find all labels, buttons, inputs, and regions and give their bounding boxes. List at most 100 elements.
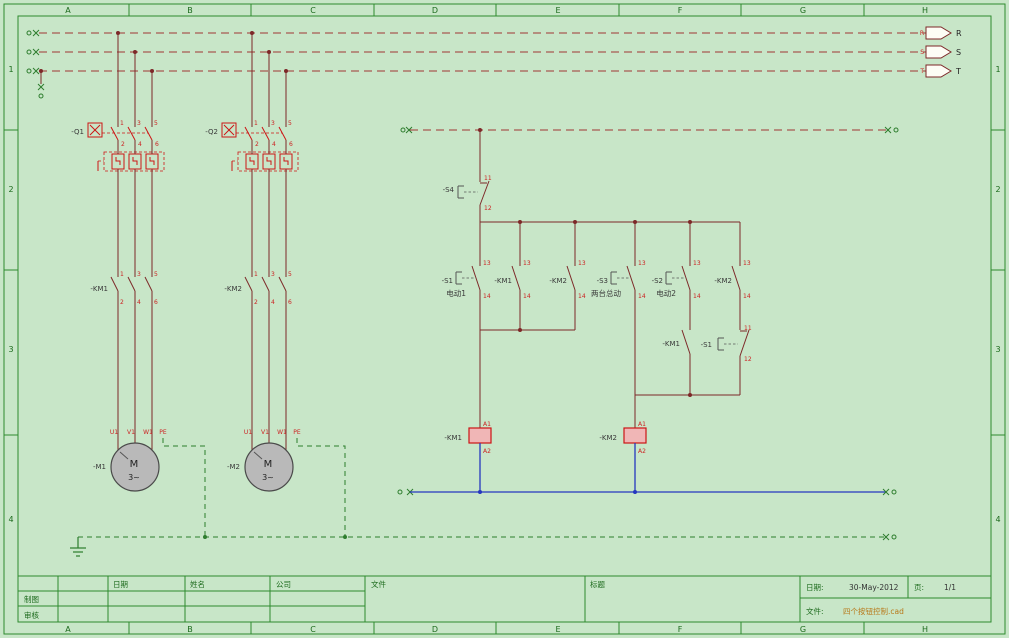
aux-contact-km1[interactable]: 13 14 -KM1 bbox=[494, 258, 531, 300]
terminal-number: 2 bbox=[120, 299, 124, 306]
contactor-poles-km2[interactable]: 1 3 5 2 4 6 -KM2 bbox=[224, 270, 292, 306]
terminal-number: 14 bbox=[523, 293, 531, 300]
terminal-number: 12 bbox=[744, 356, 752, 363]
button-caption: 两台总动 bbox=[591, 288, 621, 298]
titleblock-company-header: 公司 bbox=[276, 580, 291, 589]
terminal-number: 1 bbox=[120, 271, 124, 278]
titleblock-draw-label: 制图 bbox=[24, 594, 39, 604]
terminal-number: 5 bbox=[288, 120, 292, 127]
aux-contact-km2[interactable]: 13 14 -KM2 bbox=[549, 258, 586, 300]
motor-tag: -M2 bbox=[227, 463, 240, 471]
titleblock-date-header: 日期 bbox=[113, 580, 128, 589]
info-page-label: 页: bbox=[914, 583, 924, 592]
terminal-number: 14 bbox=[693, 293, 701, 300]
info-date-label: 日期: bbox=[806, 583, 824, 592]
motor-m1[interactable]: M 3~ -M1 bbox=[93, 442, 160, 492]
coil-terminal: A2 bbox=[483, 448, 491, 455]
terminal-number: 14 bbox=[483, 293, 491, 300]
phase-arrow-t[interactable]: T bbox=[919, 64, 952, 78]
pe-wire-motor1 bbox=[162, 438, 206, 537]
terminal-number: 13 bbox=[578, 260, 586, 267]
coil-tag: -KM1 bbox=[444, 434, 462, 442]
phase-arrow-tag: S bbox=[920, 49, 924, 56]
button-caption: 电动2 bbox=[656, 288, 676, 298]
coil-tag: -KM2 bbox=[599, 434, 617, 442]
contact-tag: -KM2 bbox=[714, 277, 732, 285]
breaker-q2[interactable]: 1 3 5 2 4 6 -Q2 bbox=[205, 120, 293, 148]
frame-row-label: 2 bbox=[8, 185, 13, 194]
terminal-number: 3 bbox=[137, 120, 141, 127]
frame-col-label: B bbox=[187, 6, 193, 15]
stop-button-s4[interactable]: 11 12 -S4 bbox=[443, 172, 492, 212]
phase-arrow-s[interactable]: S bbox=[920, 45, 952, 59]
breaker-tag: -Q1 bbox=[71, 128, 84, 136]
terminal-number: 1 bbox=[254, 271, 258, 278]
motor-phase: 3~ bbox=[262, 473, 274, 482]
power-bus-group: R S T R S T bbox=[26, 26, 962, 99]
terminal-number: 3 bbox=[271, 120, 275, 127]
terminal-number: 14 bbox=[743, 293, 751, 300]
frame-row-label: 3 bbox=[8, 345, 13, 354]
bus-label-t: T bbox=[955, 67, 961, 76]
thermal-relay-1[interactable] bbox=[97, 147, 165, 172]
motor-branch-1: 1 3 5 2 4 6 -Q1 1 3 5 2 4 6 -KM1 bbox=[71, 31, 206, 537]
coil-km2[interactable]: A1 A2 -KM2 bbox=[599, 421, 647, 455]
phase-arrow-r[interactable]: R bbox=[920, 26, 952, 40]
contactor-poles-km1[interactable]: 1 3 5 2 4 6 -KM1 bbox=[90, 270, 158, 306]
terminal-number: 4 bbox=[271, 299, 275, 306]
coil-km1[interactable]: A1 A2 -KM1 bbox=[444, 421, 492, 455]
info-file-value: 四个按钮控制.cad bbox=[843, 606, 904, 616]
title-block: 制图 审核 日期 姓名 公司 文件 标题 日期: 30-May-2012 页: … bbox=[18, 575, 991, 622]
motor-terminal-label: U1 bbox=[244, 429, 252, 436]
terminal-number: 5 bbox=[154, 271, 158, 278]
thermal-relay-2[interactable] bbox=[231, 147, 299, 172]
coil-terminal: A1 bbox=[638, 421, 646, 428]
motor-letter: M bbox=[264, 459, 273, 470]
button-tag: -S1 bbox=[442, 277, 453, 285]
terminal-number: 13 bbox=[693, 260, 701, 267]
frame-col-label: E bbox=[555, 6, 560, 15]
terminal-number: 4 bbox=[272, 141, 276, 148]
frame-row-label: 3 bbox=[995, 345, 1000, 354]
start-button-s3[interactable]: 13 14 -S3 两台总动 bbox=[591, 258, 646, 300]
info-date-value: 30-May-2012 bbox=[849, 583, 899, 592]
terminal-number: 11 bbox=[744, 325, 752, 332]
terminal-number: 13 bbox=[638, 260, 646, 267]
start-button-s2[interactable]: 13 14 -S2 电动2 bbox=[652, 258, 701, 300]
terminal-number: 4 bbox=[138, 141, 142, 148]
coil-terminal: A1 bbox=[483, 421, 491, 428]
titleblock-name-header: 姓名 bbox=[190, 579, 205, 589]
motor-terminal-label: U1 bbox=[110, 429, 118, 436]
frame-row-label: 4 bbox=[995, 515, 1000, 524]
motor-m2[interactable]: M 3~ -M2 bbox=[227, 442, 294, 492]
contactor-tag: -KM1 bbox=[90, 285, 108, 293]
pe-ground-network bbox=[70, 533, 897, 557]
terminal-number: 1 bbox=[120, 120, 124, 127]
interlock-contact-km1[interactable]: -KM1 bbox=[662, 322, 691, 364]
button-tag: -S2 bbox=[652, 277, 663, 285]
ground-symbol[interactable] bbox=[70, 537, 86, 557]
start-button-s1[interactable]: 13 14 -S1 电动1 bbox=[442, 258, 491, 300]
terminal-number: 6 bbox=[288, 299, 292, 306]
frame-col-label: C bbox=[310, 6, 316, 15]
interlock-nc-s1[interactable]: 11 12 -S1 bbox=[701, 322, 752, 364]
frame-row-label: 1 bbox=[8, 65, 13, 74]
info-page-value: 1/1 bbox=[944, 583, 956, 592]
button-tag: -S3 bbox=[597, 277, 608, 285]
terminal-number: 6 bbox=[154, 299, 158, 306]
frame-row-label: 2 bbox=[995, 185, 1000, 194]
frame-col-label: F bbox=[678, 625, 683, 634]
phase-arrow-tag: R bbox=[920, 30, 924, 37]
pe-wire-motor2 bbox=[296, 438, 346, 537]
control-circuit: 11 12 -S4 13 14 -S1 电动1 13 14 -KM1 13 bbox=[397, 126, 899, 496]
aux-contact-km2-b[interactable]: 13 14 -KM2 bbox=[714, 258, 751, 300]
breaker-q1[interactable]: 1 3 5 2 4 6 -Q1 bbox=[71, 120, 159, 148]
terminal-number: 1 bbox=[254, 120, 258, 127]
terminal-number: 2 bbox=[254, 299, 258, 306]
terminal-number: 13 bbox=[743, 260, 751, 267]
terminal-number: 5 bbox=[154, 120, 158, 127]
contact-tag: -KM1 bbox=[662, 340, 680, 348]
terminal-number: 2 bbox=[255, 141, 259, 148]
frame-col-label: H bbox=[922, 625, 928, 634]
frame-col-label: G bbox=[800, 6, 806, 15]
